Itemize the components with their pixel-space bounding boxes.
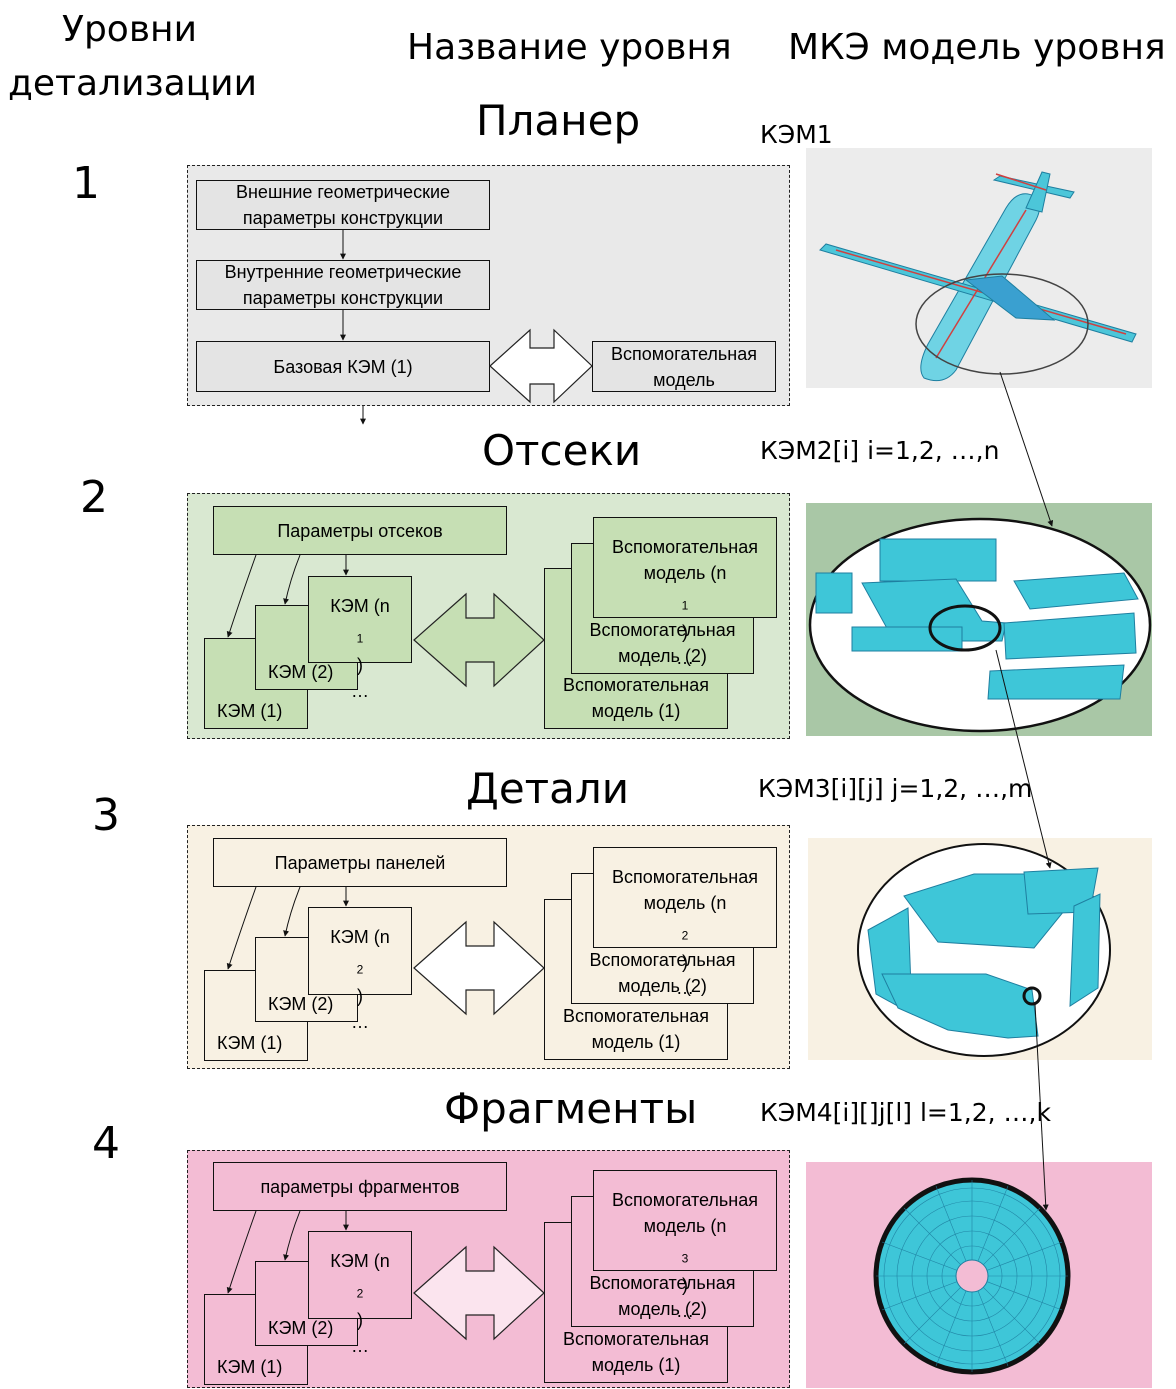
level-3-aux-2-line2: модель (2) (618, 976, 707, 996)
level-3-aux-n-box: Вспомогательная модель (n 2) … (593, 847, 777, 998)
level-4-kem-n-box: КЭМ (n 2) … (308, 1231, 412, 1356)
level-3-aux-2-line1: Вспомогательная (589, 950, 736, 970)
level-4-aux-n-sub: 3 (681, 1251, 689, 1266)
level-2-aux-ellipsis: … (676, 647, 694, 668)
level-3-aux-n-line1: Вспомогательная (612, 867, 758, 887)
level-1-title: Планер (476, 96, 641, 145)
level-1-number: 1 (72, 158, 100, 209)
level-4-aux-n-line1: Вспомогательная (612, 1190, 758, 1210)
header-level-name: Название уровня (407, 27, 732, 68)
level-3-aux-ellipsis: … (676, 977, 694, 998)
aux-model-1-line2: модель (653, 369, 715, 390)
fragment-fem-image (806, 1162, 1152, 1388)
level-4-kem-2-box: КЭМ (2) (255, 1261, 358, 1346)
external-params-line2: параметры конструкции (242, 208, 444, 228)
level-4-kem-2-label: КЭМ (2) (268, 1318, 334, 1338)
base-kem-label: Базовая КЭМ (1) (273, 356, 413, 377)
aux-model-box-1: Вспомогательная модель (592, 341, 776, 392)
level-3-kem-1-label: КЭМ (1) (217, 1033, 283, 1053)
level-4-aux-n-box: Вспомогательная модель (n 3) … (593, 1170, 777, 1321)
level-4-title: Фрагменты (444, 1084, 698, 1133)
level-2-kem-n-text: КЭМ (n (330, 596, 390, 616)
level-3-kem-ellipsis: … (351, 1011, 369, 1032)
level-2-aux-2-line2: модель (2) (618, 646, 707, 666)
level-4-aux-1-line2: модель (1) (591, 1355, 681, 1375)
level-3-aux-1-line2: модель (1) (591, 1032, 681, 1052)
external-params-box: Внешние геометрические параметры конструк… (196, 180, 490, 230)
level-2-aux-2-line1: Вспомогательная (589, 620, 736, 640)
airplane-fem-image (806, 148, 1152, 388)
level-3-title: Детали (466, 764, 629, 813)
level-3-kem-2-box: КЭМ (2) (255, 937, 358, 1022)
internal-params-line2: параметры конструкции (242, 288, 444, 308)
header-levels-line2: детализации (8, 63, 257, 104)
level-2-params-label: Параметры отсеков (277, 520, 443, 541)
level-3-kem-n-close: ) (357, 985, 363, 1006)
level-2-kem-n-box: КЭМ (n 1) … (308, 576, 412, 701)
level-3-number: 3 (92, 790, 120, 841)
aux-model-1-line1: Вспомогательная (611, 343, 757, 364)
header-levels-line1: Уровни (62, 9, 197, 50)
level-4-kem-1-label: КЭМ (1) (217, 1357, 283, 1377)
level-4-kem-label: КЭМ4[i][]j[l] l=1,2, …,k (760, 1098, 1051, 1127)
level-2-aux-n-text: модель (n (643, 563, 727, 583)
level-4-aux-n-text: модель (n (643, 1216, 727, 1236)
internal-params-box: Внутренние геометрические параметры конст… (196, 260, 490, 310)
level-3-kem-n-box: КЭМ (n 2) … (308, 907, 412, 1032)
internal-params-line1: Внутренние геометрические (224, 262, 462, 282)
level-3-params-label: Параметры панелей (274, 852, 446, 873)
level-4-aux-n-close: ) (682, 1274, 688, 1295)
level-4-aux-1-line1: Вспомогательная (563, 1329, 709, 1349)
level-4-kem-ellipsis: … (351, 1335, 369, 1356)
level-2-aux-n-close: ) (682, 621, 688, 642)
level-4-params-box: параметры фрагментов (213, 1162, 507, 1211)
level-1-kem-label: КЭМ1 (760, 120, 833, 149)
level-3-kem-label: КЭМ3[i][j] j=1,2, …,m (758, 774, 1033, 803)
header-fem-model: МКЭ модель уровня (788, 27, 1166, 68)
level-2-aux-n-sub: 1 (681, 598, 689, 613)
level-4-kem-n-sub: 2 (356, 1286, 364, 1301)
level-2-kem-n-close: ) (357, 654, 363, 675)
level-2-title: Отсеки (482, 426, 642, 475)
level-2-kem-n-sub: 1 (356, 631, 364, 646)
external-params-line1: Внешние геометрические (235, 182, 451, 202)
level-2-kem-ellipsis: … (351, 680, 369, 701)
level-2-aux-n-box: Вспомогательная модель (n 1) … (593, 517, 777, 668)
level-3-aux-n-text: модель (n (643, 893, 727, 913)
level-4-aux-2-line2: модель (2) (618, 1299, 707, 1319)
level-2-kem-label: КЭМ2[i] i=1,2, …,n (760, 436, 1000, 465)
sections-fem-image (806, 503, 1152, 736)
level-3-kem-n-sub: 2 (356, 962, 364, 977)
level-4-kem-n-text: КЭМ (n (330, 1251, 390, 1271)
level-3-params-box: Параметры панелей (213, 838, 507, 887)
level-4-kem-n-close: ) (357, 1309, 363, 1330)
level-4-aux-ellipsis: … (676, 1300, 694, 1321)
level-3-aux-1-line1: Вспомогательная (563, 1006, 709, 1026)
level-2-aux-1-line1: Вспомогательная (563, 675, 709, 695)
panels-fem-image (808, 838, 1152, 1060)
level-4-aux-2-line1: Вспомогательная (589, 1273, 736, 1293)
level-2-kem-1-label: КЭМ (1) (217, 701, 283, 721)
level-2-kem-2-label: КЭМ (2) (268, 662, 334, 682)
level-4-number: 4 (92, 1118, 120, 1169)
level-2-aux-n-line1: Вспомогательная (612, 537, 758, 557)
level-3-kem-2-label: КЭМ (2) (268, 994, 334, 1014)
base-kem-box: Базовая КЭМ (1) (196, 341, 490, 392)
level-4-params-label: параметры фрагментов (260, 1176, 460, 1197)
level-2-number: 2 (80, 472, 108, 523)
level-3-aux-n-close: ) (682, 951, 688, 972)
level-3-kem-n-text: КЭМ (n (330, 927, 390, 947)
level-3-aux-n-sub: 2 (681, 928, 689, 943)
level-2-params-box: Параметры отсеков (213, 506, 507, 555)
level-2-aux-1-line2: модель (1) (591, 701, 681, 721)
